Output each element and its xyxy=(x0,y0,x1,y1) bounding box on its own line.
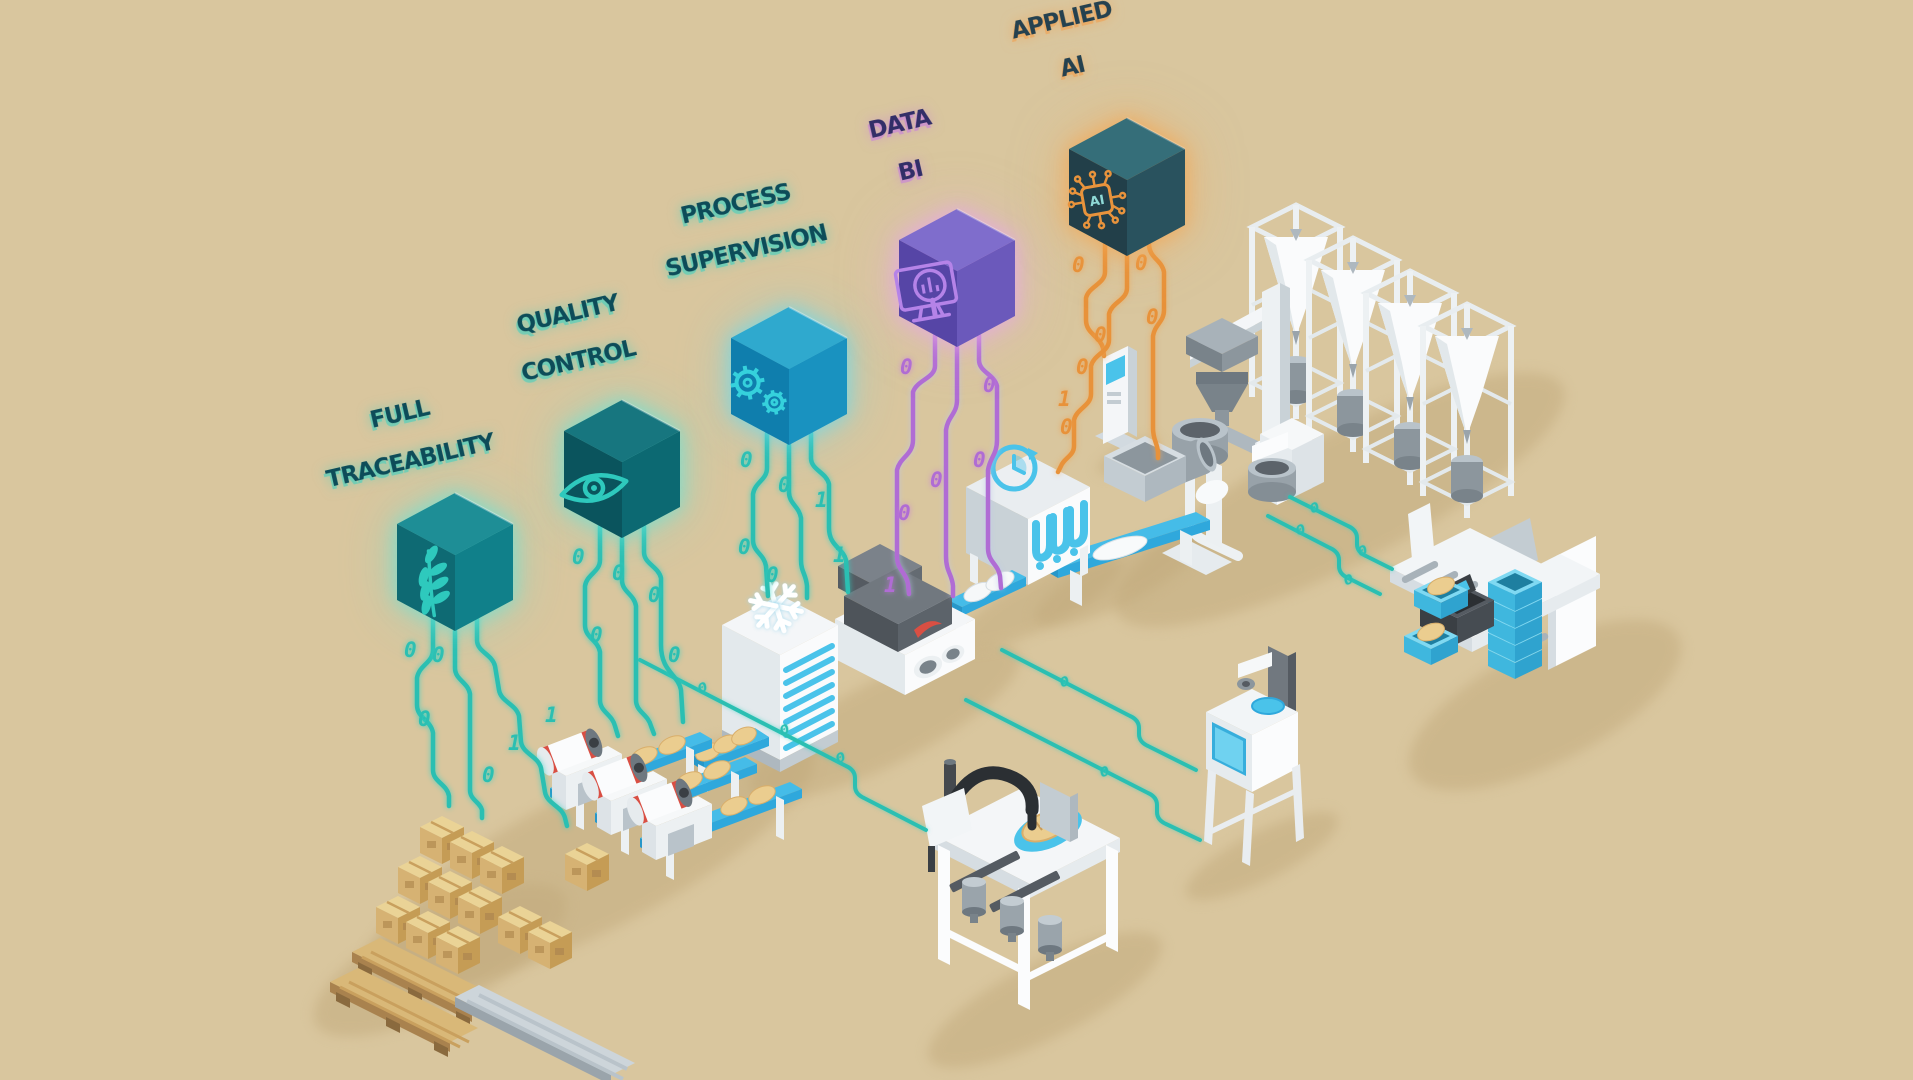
svg-text:CONTROL: CONTROL xyxy=(519,335,639,387)
binary-digit: 0 xyxy=(1094,323,1107,347)
binary-digit: 0 xyxy=(1096,763,1112,782)
robot-arm xyxy=(922,759,1039,848)
binary-digit: 0 xyxy=(1056,673,1072,692)
gears-icon xyxy=(730,365,787,415)
binary-digit: 0 xyxy=(738,535,751,559)
binary-digit: 0 xyxy=(1340,571,1356,590)
svg-text:AI: AI xyxy=(1058,52,1088,83)
binary-digit: 0 xyxy=(766,563,779,587)
svg-text:DATA: DATA xyxy=(866,104,934,144)
cube-label-applied-ai: APPLIED AI xyxy=(1009,0,1115,83)
control-kiosk xyxy=(1095,346,1147,453)
binary-digit: 0 xyxy=(418,707,431,731)
binary-digit: 1 xyxy=(833,543,846,567)
cube-label-data-bi: DATA BI xyxy=(866,104,934,187)
under-table-sensors xyxy=(928,846,1062,961)
binary-digit: 0 xyxy=(572,545,585,569)
binary-digit: 0 xyxy=(900,355,913,379)
cube-label-quality-control: QUALITY CONTROL xyxy=(514,290,639,387)
svg-text:PROCESS: PROCESS xyxy=(678,179,793,229)
dough-tipper xyxy=(1104,436,1186,502)
camera-tower xyxy=(1237,646,1296,716)
ai-chip-label: AI xyxy=(1089,193,1106,210)
data-stream-applied-ai: 0 0 0 0 1 0 0 xyxy=(1055,241,1167,475)
binary-digit: 0 xyxy=(612,561,625,585)
oven-flame-icon xyxy=(914,621,942,638)
workstation-legs xyxy=(1204,764,1304,866)
binary-digit: 0 xyxy=(983,373,996,397)
binary-digit: 0 xyxy=(1146,305,1159,329)
crate-stack xyxy=(1488,569,1542,679)
freezer xyxy=(722,578,838,772)
cube-label-full-traceability: FULL TRACEABILITY xyxy=(324,395,498,493)
wheat-icon xyxy=(418,545,450,618)
cube-quality-control xyxy=(559,399,681,538)
binary-digit: 0 xyxy=(930,468,943,492)
table-legs xyxy=(938,845,1118,1010)
binary-digit: 0 xyxy=(778,473,791,497)
binary-digit: 0 xyxy=(432,643,445,667)
binary-digit: 0 xyxy=(1060,415,1073,439)
data-stream-full-traceability: 0 0 0 1 1 0 xyxy=(404,614,570,829)
proofer-coil xyxy=(1032,500,1088,562)
cube-full-traceability xyxy=(397,492,514,631)
eye-icon xyxy=(559,473,629,503)
binary-digit: 1 xyxy=(508,731,521,755)
binary-digit: 0 xyxy=(973,448,986,472)
sample-disc xyxy=(1251,697,1285,715)
svg-text:APPLIED: APPLIED xyxy=(1009,0,1115,45)
freezer-vents xyxy=(783,643,835,751)
svg-text:TRACEABILITY: TRACEABILITY xyxy=(324,429,498,493)
svg-text:SUPERVISION: SUPERVISION xyxy=(663,220,829,282)
ai-chip-icon: AI xyxy=(1067,169,1127,230)
cube-data-bi xyxy=(893,208,1016,347)
crate-station xyxy=(1390,503,1600,679)
data-stream-quality-control: 0 0 0 0 0 xyxy=(572,523,686,739)
data-stream-data-bi: 0 0 0 0 0 1 xyxy=(884,332,1004,599)
robot-inspection-table xyxy=(922,759,1120,1010)
proofer xyxy=(966,444,1090,585)
cube-process-supervision xyxy=(730,306,848,445)
binary-digit: 0 xyxy=(1135,251,1148,275)
binary-digit: 0 xyxy=(404,638,417,662)
binary-digit: 1 xyxy=(815,488,828,512)
binary-digit: 0 xyxy=(668,643,681,667)
svg-text:FULL: FULL xyxy=(368,395,433,434)
snowflake-icon xyxy=(748,578,804,634)
binary-digit: 1 xyxy=(1058,387,1071,411)
binary-digit: 0 xyxy=(482,763,495,787)
cube-applied-ai: AI xyxy=(1067,117,1186,256)
binary-digit: 0 xyxy=(898,501,911,525)
binary-digit: 0 xyxy=(1076,355,1089,379)
dough-log xyxy=(1092,535,1148,561)
mixer-unit xyxy=(1248,418,1324,502)
svg-text:QUALITY: QUALITY xyxy=(514,290,622,339)
kiosk-screen xyxy=(1106,355,1125,385)
bi-dashboard-icon xyxy=(893,260,959,323)
bread-crates xyxy=(1404,576,1468,665)
binary-digit: 0 xyxy=(740,448,753,472)
proofing-timer-icon xyxy=(990,444,1038,492)
binary-digit: 1 xyxy=(545,703,558,727)
binary-digit: 1 xyxy=(884,573,897,597)
dough-blob xyxy=(1195,479,1229,505)
binary-digit: 0 xyxy=(590,623,603,647)
data-stream-process-supervision: 0 0 1 0 0 1 xyxy=(738,430,851,601)
vision-workstation xyxy=(1204,646,1304,866)
binary-digit: 0 xyxy=(1072,253,1085,277)
gray-skid xyxy=(455,985,635,1080)
svg-text:BI: BI xyxy=(896,156,925,187)
binary-digit: 0 xyxy=(648,583,661,607)
cube-label-process-supervision: PROCESS SUPERVISION xyxy=(663,179,829,282)
oven xyxy=(835,544,975,695)
oven-infeed-conveyor xyxy=(948,570,1026,640)
